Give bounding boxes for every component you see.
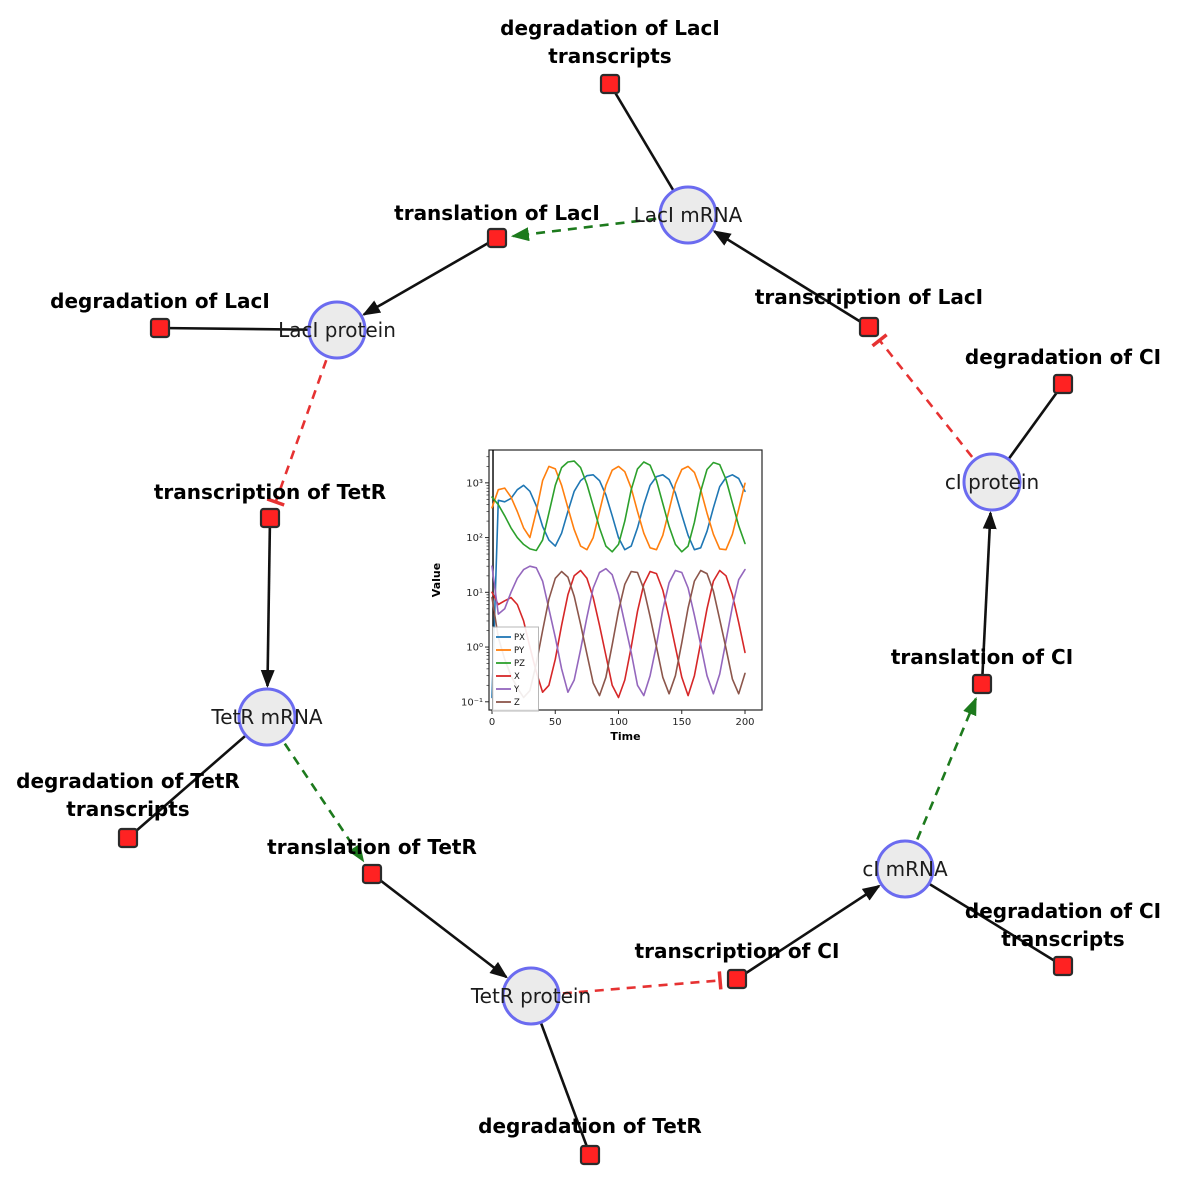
reaction-node-transc_ci[interactable]: transcription of CI bbox=[635, 939, 840, 990]
y-tick-label: 10³ bbox=[466, 478, 483, 489]
x-tick-label: 50 bbox=[549, 717, 562, 728]
reaction-node-transl_laci[interactable]: translation of LacI bbox=[394, 201, 600, 249]
series-line-Y bbox=[491, 565, 746, 697]
reaction-label: transcription of CI bbox=[635, 939, 840, 963]
species-node-tetr_mrna[interactable]: TetR mRNA bbox=[210, 687, 323, 747]
y-tick-label: 10² bbox=[466, 533, 483, 544]
species-label: TetR mRNA bbox=[210, 705, 323, 729]
species-circle[interactable] bbox=[501, 966, 561, 1026]
reaction-square[interactable] bbox=[486, 227, 508, 249]
species-circle[interactable] bbox=[307, 300, 367, 360]
reaction-label: translation of CI bbox=[891, 645, 1073, 669]
species-circle[interactable] bbox=[237, 687, 297, 747]
reaction-node-deg_ci[interactable]: degradation of CI bbox=[965, 345, 1161, 395]
reaction-node-transc_tetr[interactable]: transcription of TetR bbox=[154, 480, 386, 529]
reaction-square[interactable] bbox=[259, 507, 281, 529]
species-node-ci_mrna[interactable]: cI mRNA bbox=[862, 839, 948, 899]
legend-label: PY bbox=[514, 646, 525, 656]
legend-label: Y bbox=[513, 685, 520, 695]
reaction-label: transcription of LacI bbox=[755, 285, 983, 309]
reaction-square[interactable] bbox=[726, 968, 748, 990]
y-tick-label: 10⁻¹ bbox=[461, 697, 483, 708]
species-label: cI mRNA bbox=[862, 857, 948, 881]
reaction-node-deg_ci_tx[interactable]: degradation of CI transcripts bbox=[965, 899, 1161, 977]
reaction-label: degradation of CI bbox=[965, 899, 1161, 923]
reaction-square[interactable] bbox=[599, 73, 621, 95]
reaction-node-deg_laci_tx[interactable]: degradation of LacI transcripts bbox=[500, 16, 720, 95]
y-axis-label: Value bbox=[430, 563, 443, 597]
reaction-label: degradation of TetR bbox=[16, 769, 240, 793]
y-tick-label: 10⁰ bbox=[466, 643, 483, 654]
edge-reactant bbox=[159, 326, 338, 332]
edge-reactant bbox=[904, 867, 1064, 968]
edge-product bbox=[371, 872, 508, 979]
reaction-label: transcripts bbox=[548, 44, 671, 68]
x-tick-label: 0 bbox=[489, 717, 495, 728]
x-tick-label: 150 bbox=[672, 717, 691, 728]
species-circle[interactable] bbox=[658, 185, 718, 245]
species-circle[interactable] bbox=[962, 452, 1022, 512]
x-tick-label: 200 bbox=[735, 717, 754, 728]
reaction-label: transcripts bbox=[66, 797, 189, 821]
legend-label: PX bbox=[514, 633, 525, 643]
reaction-label: translation of LacI bbox=[394, 201, 600, 225]
species-node-laci_mrna[interactable]: LacI mRNA bbox=[634, 185, 743, 245]
reaction-square[interactable] bbox=[361, 863, 383, 885]
edge-modifier bbox=[510, 213, 689, 242]
edge-product bbox=[362, 236, 498, 316]
edge-inhibition bbox=[266, 329, 339, 507]
reaction-square[interactable] bbox=[579, 1144, 601, 1166]
reaction-node-transc_laci[interactable]: transcription of LacI bbox=[755, 285, 983, 338]
reaction-node-transl_tetr[interactable]: translation of TetR bbox=[267, 835, 477, 885]
reaction-square[interactable] bbox=[1052, 373, 1074, 395]
reaction-square[interactable] bbox=[971, 673, 993, 695]
reaction-label: degradation of LacI bbox=[50, 289, 270, 313]
reaction-label: degradation of TetR bbox=[478, 1114, 702, 1138]
x-axis-label: Time bbox=[610, 730, 640, 743]
reaction-node-transl_ci[interactable]: translation of CI bbox=[891, 645, 1073, 695]
edge-product bbox=[980, 510, 997, 685]
legend-label: Z bbox=[514, 698, 520, 708]
reaction-square[interactable] bbox=[149, 317, 171, 339]
species-label: LacI protein bbox=[278, 318, 396, 342]
reaction-label: degradation of CI bbox=[965, 345, 1161, 369]
reaction-node-deg_laci[interactable]: degradation of LacI bbox=[50, 289, 270, 339]
reaction-label: degradation of LacI bbox=[500, 16, 720, 40]
reaction-square[interactable] bbox=[117, 827, 139, 849]
reaction-label: transcripts bbox=[1001, 927, 1124, 951]
y-tick-label: 10¹ bbox=[466, 588, 483, 599]
species-label: cI protein bbox=[945, 470, 1039, 494]
legend-label: X bbox=[514, 672, 520, 682]
x-tick-label: 100 bbox=[609, 717, 628, 728]
chart-legend: PX PY PZ XYZ bbox=[492, 626, 539, 712]
series-line-PY bbox=[491, 465, 746, 551]
legend-label: PZ bbox=[514, 659, 525, 669]
species-circle[interactable] bbox=[875, 839, 935, 899]
reaction-label: translation of TetR bbox=[267, 835, 477, 859]
edge-product bbox=[736, 884, 881, 981]
species-label: LacI mRNA bbox=[634, 203, 743, 227]
edge-inhibition bbox=[871, 333, 994, 483]
series-line-PZ bbox=[491, 460, 746, 553]
edge-product bbox=[712, 230, 870, 329]
reaction-square[interactable] bbox=[1052, 955, 1074, 977]
edge-product bbox=[260, 517, 275, 689]
edge-reactant bbox=[127, 716, 268, 839]
reaction-node-deg_tetr_tx[interactable]: degradation of TetR transcripts bbox=[16, 769, 240, 849]
edge-modifier bbox=[265, 716, 365, 863]
reaction-label: transcription of TetR bbox=[154, 480, 386, 504]
reaction-node-deg_tetr[interactable]: degradation of TetR bbox=[478, 1114, 702, 1166]
reaction-square[interactable] bbox=[858, 316, 880, 338]
species-label: TetR protein bbox=[470, 984, 591, 1008]
species-node-tetr_protein[interactable]: TetR protein bbox=[470, 966, 591, 1026]
series-line-PX bbox=[491, 473, 746, 699]
species-node-laci_protein[interactable]: LacI protein bbox=[278, 300, 396, 360]
species-node-ci_protein[interactable]: cI protein bbox=[945, 452, 1039, 512]
